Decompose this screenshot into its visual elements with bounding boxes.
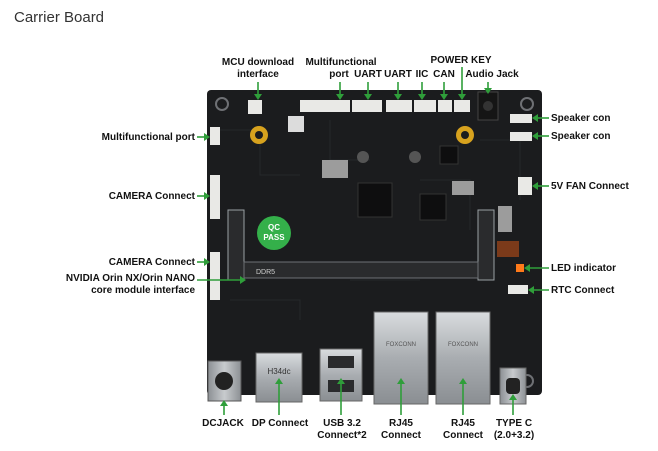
label-core-module-2: core module interface <box>91 285 195 296</box>
label-typec-2: (2.0+3.2) <box>494 430 534 441</box>
label-led-indicator: LED indicator <box>551 263 616 274</box>
label-dcjack: DCJACK <box>202 418 244 429</box>
label-uart-1: UART <box>354 69 382 80</box>
label-can: CAN <box>433 69 455 80</box>
label-fan-connect: 5V FAN Connect <box>551 181 629 192</box>
label-rj45-1a: RJ45 <box>389 418 413 429</box>
pass-text: PASS <box>263 233 285 242</box>
silkscreen-foxconn-1: FOXCONN <box>386 342 416 348</box>
label-audio-jack: Audio Jack <box>465 69 519 80</box>
label-rtc-connect: RTC Connect <box>551 285 615 296</box>
label-usb-1: USB 3.2 <box>323 418 361 429</box>
label-power-key: POWER KEY <box>430 55 491 66</box>
label-speaker-con-2: Speaker con <box>551 131 610 142</box>
label-camera-connect-2: CAMERA Connect <box>109 257 196 268</box>
label-camera-connect-1: CAMERA Connect <box>109 191 196 202</box>
qc-text: QC <box>268 223 280 232</box>
label-multifunctional-top-2: port <box>329 69 349 80</box>
label-multifunctional-top-1: Multifunctional <box>305 57 376 68</box>
silkscreen-ddr5: DDR5 <box>256 269 275 276</box>
label-rj45-1b: Connect <box>381 430 422 441</box>
label-mcu-download-1: MCU download <box>222 57 294 68</box>
label-dp-connect: DP Connect <box>252 418 309 429</box>
silkscreen-dp: H34dc <box>267 367 290 376</box>
label-usb-2: Connect*2 <box>317 430 367 441</box>
label-typec-1: TYPE C <box>496 418 532 429</box>
silkscreen-foxconn-2: FOXCONN <box>448 342 478 348</box>
label-rj45-2b: Connect <box>443 430 484 441</box>
label-iic: IIC <box>416 69 429 80</box>
label-core-module-1: NVIDIA Orin NX/Orin NANO <box>66 273 195 284</box>
label-multifunctional-left: Multifunctional port <box>102 132 196 143</box>
label-uart-2: UART <box>384 69 412 80</box>
label-speaker-con-1: Speaker con <box>551 113 610 124</box>
qc-pass-sticker: QC PASS <box>257 216 291 250</box>
label-mcu-download-2: interface <box>237 69 279 80</box>
label-rj45-2a: RJ45 <box>451 418 475 429</box>
